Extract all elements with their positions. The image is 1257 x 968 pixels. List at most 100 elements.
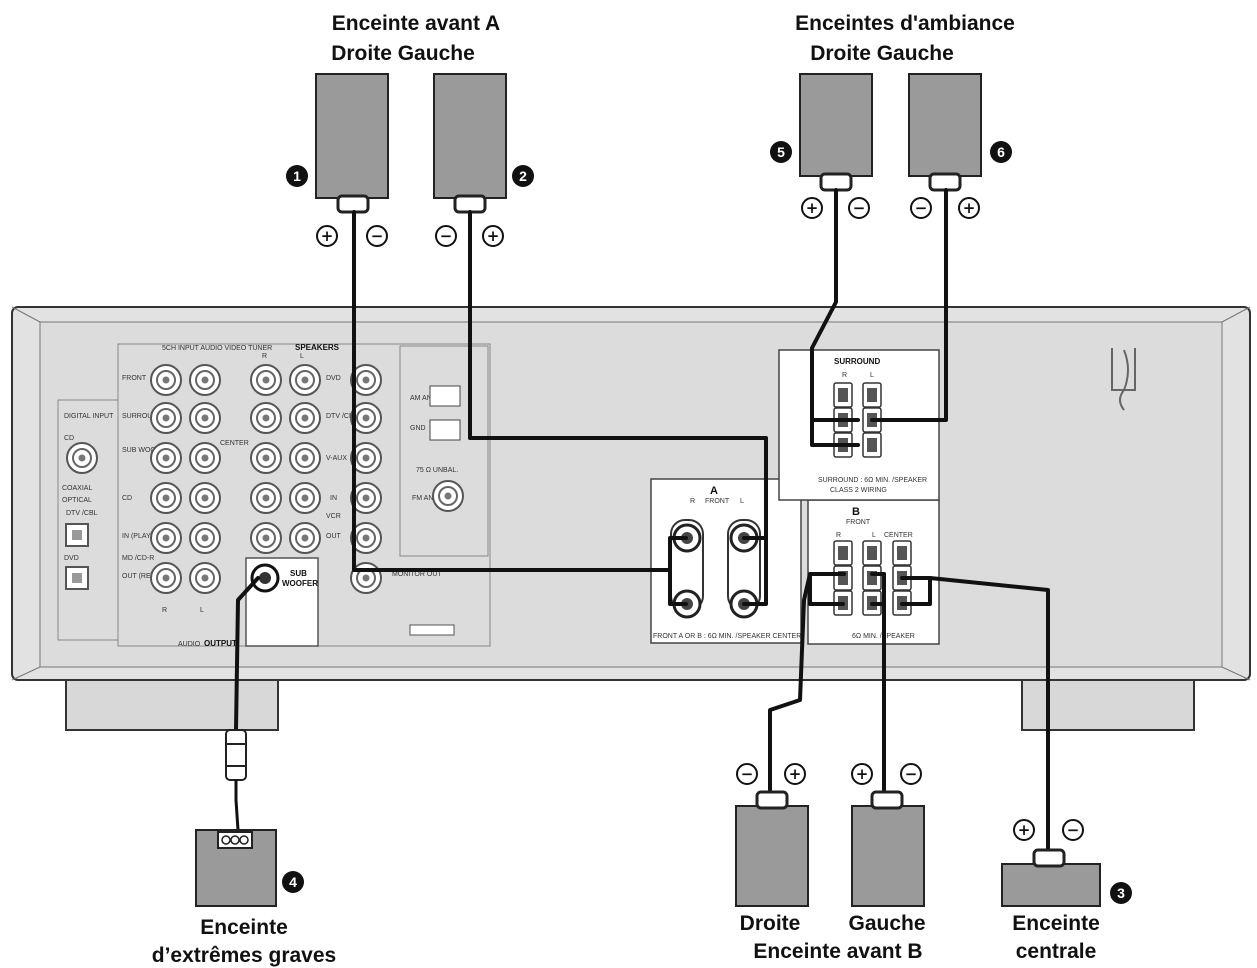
polarity-marker: + [316, 225, 338, 247]
svg-text:L: L [872, 532, 876, 539]
svg-text:CLASS 2 WIRING: CLASS 2 WIRING [830, 487, 887, 494]
svg-text:1: 1 [293, 168, 301, 184]
surround-right-speaker [799, 73, 873, 192]
svg-text:R: R [836, 532, 841, 539]
svg-text:FRONT: FRONT [846, 519, 871, 526]
svg-text:B: B [852, 506, 860, 518]
svg-text:4: 4 [289, 874, 297, 890]
svg-text:L: L [200, 607, 204, 614]
subwoofer-cable-plug [225, 729, 247, 831]
surround-title: Enceintes d'ambiance [795, 12, 1015, 35]
svg-text:DTV /CBL: DTV /CBL [66, 510, 98, 517]
svg-text:+: + [487, 227, 500, 245]
svg-text:CD: CD [64, 435, 74, 442]
svg-text:R: R [842, 372, 847, 379]
svg-text:IN: IN [330, 495, 337, 502]
center-label-line1: Enceinte [1012, 912, 1100, 935]
front-b-right-label: Droite [740, 912, 801, 935]
svg-text:−: − [1067, 821, 1080, 839]
svg-text:3: 3 [1117, 885, 1125, 901]
speaker-terminals-front-a: A FRONT R L FRONT A OR B : 6Ω MIN. /SPEA… [650, 478, 811, 644]
front-a-left-speaker [433, 73, 507, 214]
svg-text:VCR: VCR [326, 513, 341, 520]
svg-text:R: R [690, 498, 695, 505]
center-label-line2: centrale [1016, 940, 1097, 963]
svg-text:5CH INPUT AUDIO VIDEO TUNER: 5CH INPUT AUDIO VIDEO TUNER [162, 345, 272, 352]
svg-text:+: + [1018, 821, 1031, 839]
svg-text:−: − [905, 765, 918, 783]
svg-text:R: R [162, 607, 167, 614]
svg-text:FM ANT: FM ANT [412, 495, 438, 502]
subwoofer-label-line1: Enceinte [200, 916, 288, 939]
svg-text:6: 6 [997, 144, 1005, 160]
svg-text:75 Ω UNBAL.: 75 Ω UNBAL. [416, 467, 458, 474]
svg-text:DIGITAL INPUT: DIGITAL INPUT [64, 413, 114, 420]
surround-subtitle: Droite Gauche [810, 42, 954, 65]
surround-left-speaker [908, 73, 982, 192]
svg-text:CD: CD [122, 495, 132, 502]
svg-text:L: L [740, 498, 744, 505]
center-speaker [1001, 848, 1101, 907]
front-b-title: Enceinte avant B [753, 940, 922, 963]
polarity-marker: + [482, 225, 504, 247]
svg-text:AUDIO: AUDIO [178, 641, 201, 648]
svg-text:SPEAKERS: SPEAKERS [295, 343, 340, 352]
polarity-marker: − [366, 225, 388, 247]
svg-text:OUT (REC): OUT (REC) [122, 573, 158, 580]
polarity-marker: − [736, 763, 758, 785]
svg-text:V-AUX: V-AUX [326, 455, 347, 462]
front-a-right-speaker [315, 73, 389, 214]
front-b-left-speaker [851, 790, 925, 907]
svg-text:+: + [789, 765, 802, 783]
svg-text:−: − [741, 765, 754, 783]
svg-text:OPTICAL: OPTICAL [62, 497, 92, 504]
svg-text:GND: GND [410, 425, 426, 432]
polarity-marker: − [848, 197, 870, 219]
polarity-marker: + [784, 763, 806, 785]
polarity-marker: + [801, 197, 823, 219]
svg-text:5: 5 [777, 144, 785, 160]
callout-4: 4 [282, 871, 304, 893]
svg-text:SUB WOOFER: SUB WOOFER [122, 447, 170, 454]
callout-3: 3 [1110, 882, 1132, 904]
svg-text:SURROUND : 6Ω MIN. /SPEAKER: SURROUND : 6Ω MIN. /SPEAKER [818, 477, 927, 484]
svg-text:AM ANT: AM ANT [410, 395, 437, 402]
svg-text:SURROUND: SURROUND [122, 413, 162, 420]
front-a-title: Enceinte avant A [332, 12, 500, 35]
svg-text:FRONT A OR B : 6Ω MIN. /SPEAKE: FRONT A OR B : 6Ω MIN. /SPEAKER CENTER :… [653, 633, 811, 640]
svg-text:+: + [963, 199, 976, 217]
svg-text:WOOFER: WOOFER [282, 579, 318, 588]
svg-text:L: L [870, 372, 874, 379]
svg-text:L: L [300, 353, 304, 360]
svg-text:+: + [806, 199, 819, 217]
polarity-marker: + [851, 763, 873, 785]
receiver-rear-panel: DIGITAL INPUT CD COAXIAL OPTICAL DTV /CB… [11, 306, 1251, 731]
speaker-cables [234, 188, 1050, 852]
svg-text:DVD: DVD [326, 375, 341, 382]
svg-text:+: + [856, 765, 869, 783]
svg-text:+: + [321, 227, 334, 245]
subwoofer-speaker [195, 829, 277, 907]
svg-text:MD /CD-R: MD /CD-R [122, 555, 154, 562]
polarity-marker: − [435, 225, 457, 247]
svg-text:DTV /CBL: DTV /CBL [326, 413, 358, 420]
svg-text:IN (PLAY): IN (PLAY) [122, 533, 153, 540]
svg-text:−: − [915, 199, 928, 217]
svg-text:MONITOR OUT: MONITOR OUT [392, 571, 442, 578]
polarity-marker: + [1013, 819, 1035, 841]
front-a-subtitle: Droite Gauche [331, 42, 475, 65]
front-b-right-speaker [735, 790, 809, 907]
subwoofer-label-line2: d’extrêmes graves [152, 944, 336, 967]
svg-text:−: − [853, 199, 866, 217]
svg-text:OUTPUT: OUTPUT [204, 639, 237, 648]
svg-text:−: − [371, 227, 384, 245]
polarity-marker: − [900, 763, 922, 785]
svg-text:FRONT: FRONT [705, 498, 730, 505]
callout-1: 1 [286, 165, 308, 187]
polarity-marker: − [910, 197, 932, 219]
svg-text:SUB: SUB [290, 569, 307, 578]
polarity-marker: + [958, 197, 980, 219]
svg-text:DVD: DVD [64, 555, 79, 562]
callout-5: 5 [770, 141, 792, 163]
speaker-terminals-surround: SURROUND R L SURROUND : 6Ω MIN. /SPEAKER… [778, 349, 940, 501]
